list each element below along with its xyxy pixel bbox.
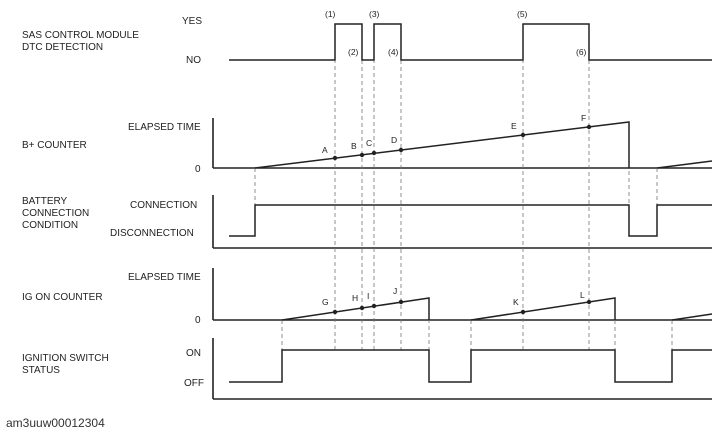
bplus-row-label: B+ COUNTER xyxy=(22,140,87,151)
sas-waveform xyxy=(229,23,712,61)
timing-diagram: SAS CONTROL MODULE DTC DETECTION YES NO … xyxy=(22,9,713,400)
ignition-waveform xyxy=(229,349,712,383)
bplus-low-level: 0 xyxy=(195,164,201,175)
battery-low-level: DISCONNECTION xyxy=(110,228,194,239)
ig-point-j: J xyxy=(393,286,397,296)
sas-high-level: YES xyxy=(182,16,202,27)
ig-point-h: H xyxy=(352,293,358,303)
ig-waveform xyxy=(281,297,713,321)
event-label-5: (5) xyxy=(517,9,528,19)
bplus-point-f: F xyxy=(581,113,586,123)
ig-point-l: L xyxy=(580,290,585,300)
bplus-point-d: D xyxy=(391,135,397,145)
event-label-2: (2) xyxy=(348,47,359,57)
bplus-point-b: B xyxy=(351,141,357,151)
battery-label-line-2: CONNECTION xyxy=(22,208,89,219)
sas-low-level: NO xyxy=(186,55,201,66)
ign-row-label: IGNITION SWITCH STATUS xyxy=(22,353,109,376)
bplus-point-dots xyxy=(332,124,592,161)
battery-label-line-3: CONDITION xyxy=(22,220,78,231)
ign-high-level: ON xyxy=(186,348,201,359)
ig-point-g: G xyxy=(322,297,329,307)
battery-label-line-1: BATTERY xyxy=(22,196,68,207)
battery-row-label: BATTERY CONNECTION CONDITION xyxy=(22,196,89,231)
event-guides xyxy=(254,24,673,350)
ig-row-label: IG ON COUNTER xyxy=(22,292,103,303)
bplus-high-level: ELAPSED TIME xyxy=(128,122,201,133)
image-code: am3uuw00012304 xyxy=(6,416,105,430)
sas-label-line-1: SAS CONTROL MODULE xyxy=(22,30,139,41)
battery-waveform xyxy=(229,204,712,237)
bplus-point-a: A xyxy=(322,145,328,155)
event-label-3: (3) xyxy=(369,9,380,19)
ig-point-i: I xyxy=(367,291,369,301)
battery-high-level: CONNECTION xyxy=(130,200,197,211)
bplus-point-e: E xyxy=(511,121,517,131)
event-label-4: (4) xyxy=(388,47,399,57)
event-label-6: (6) xyxy=(576,47,587,57)
ig-point-k: K xyxy=(513,297,519,307)
bplus-waveform xyxy=(254,121,713,169)
ign-low-level: OFF xyxy=(184,378,204,389)
ign-label-line-2: STATUS xyxy=(22,365,60,376)
ig-low-level: 0 xyxy=(195,315,201,326)
event-label-1: (1) xyxy=(325,9,336,19)
sas-row-label: SAS CONTROL MODULE DTC DETECTION xyxy=(22,30,139,53)
ign-label-line-1: IGNITION SWITCH xyxy=(22,353,109,364)
sas-label-line-2: DTC DETECTION xyxy=(22,42,103,53)
bplus-point-c: C xyxy=(366,138,372,148)
ig-high-level: ELAPSED TIME xyxy=(128,272,201,283)
ig-point-dots xyxy=(332,299,592,315)
